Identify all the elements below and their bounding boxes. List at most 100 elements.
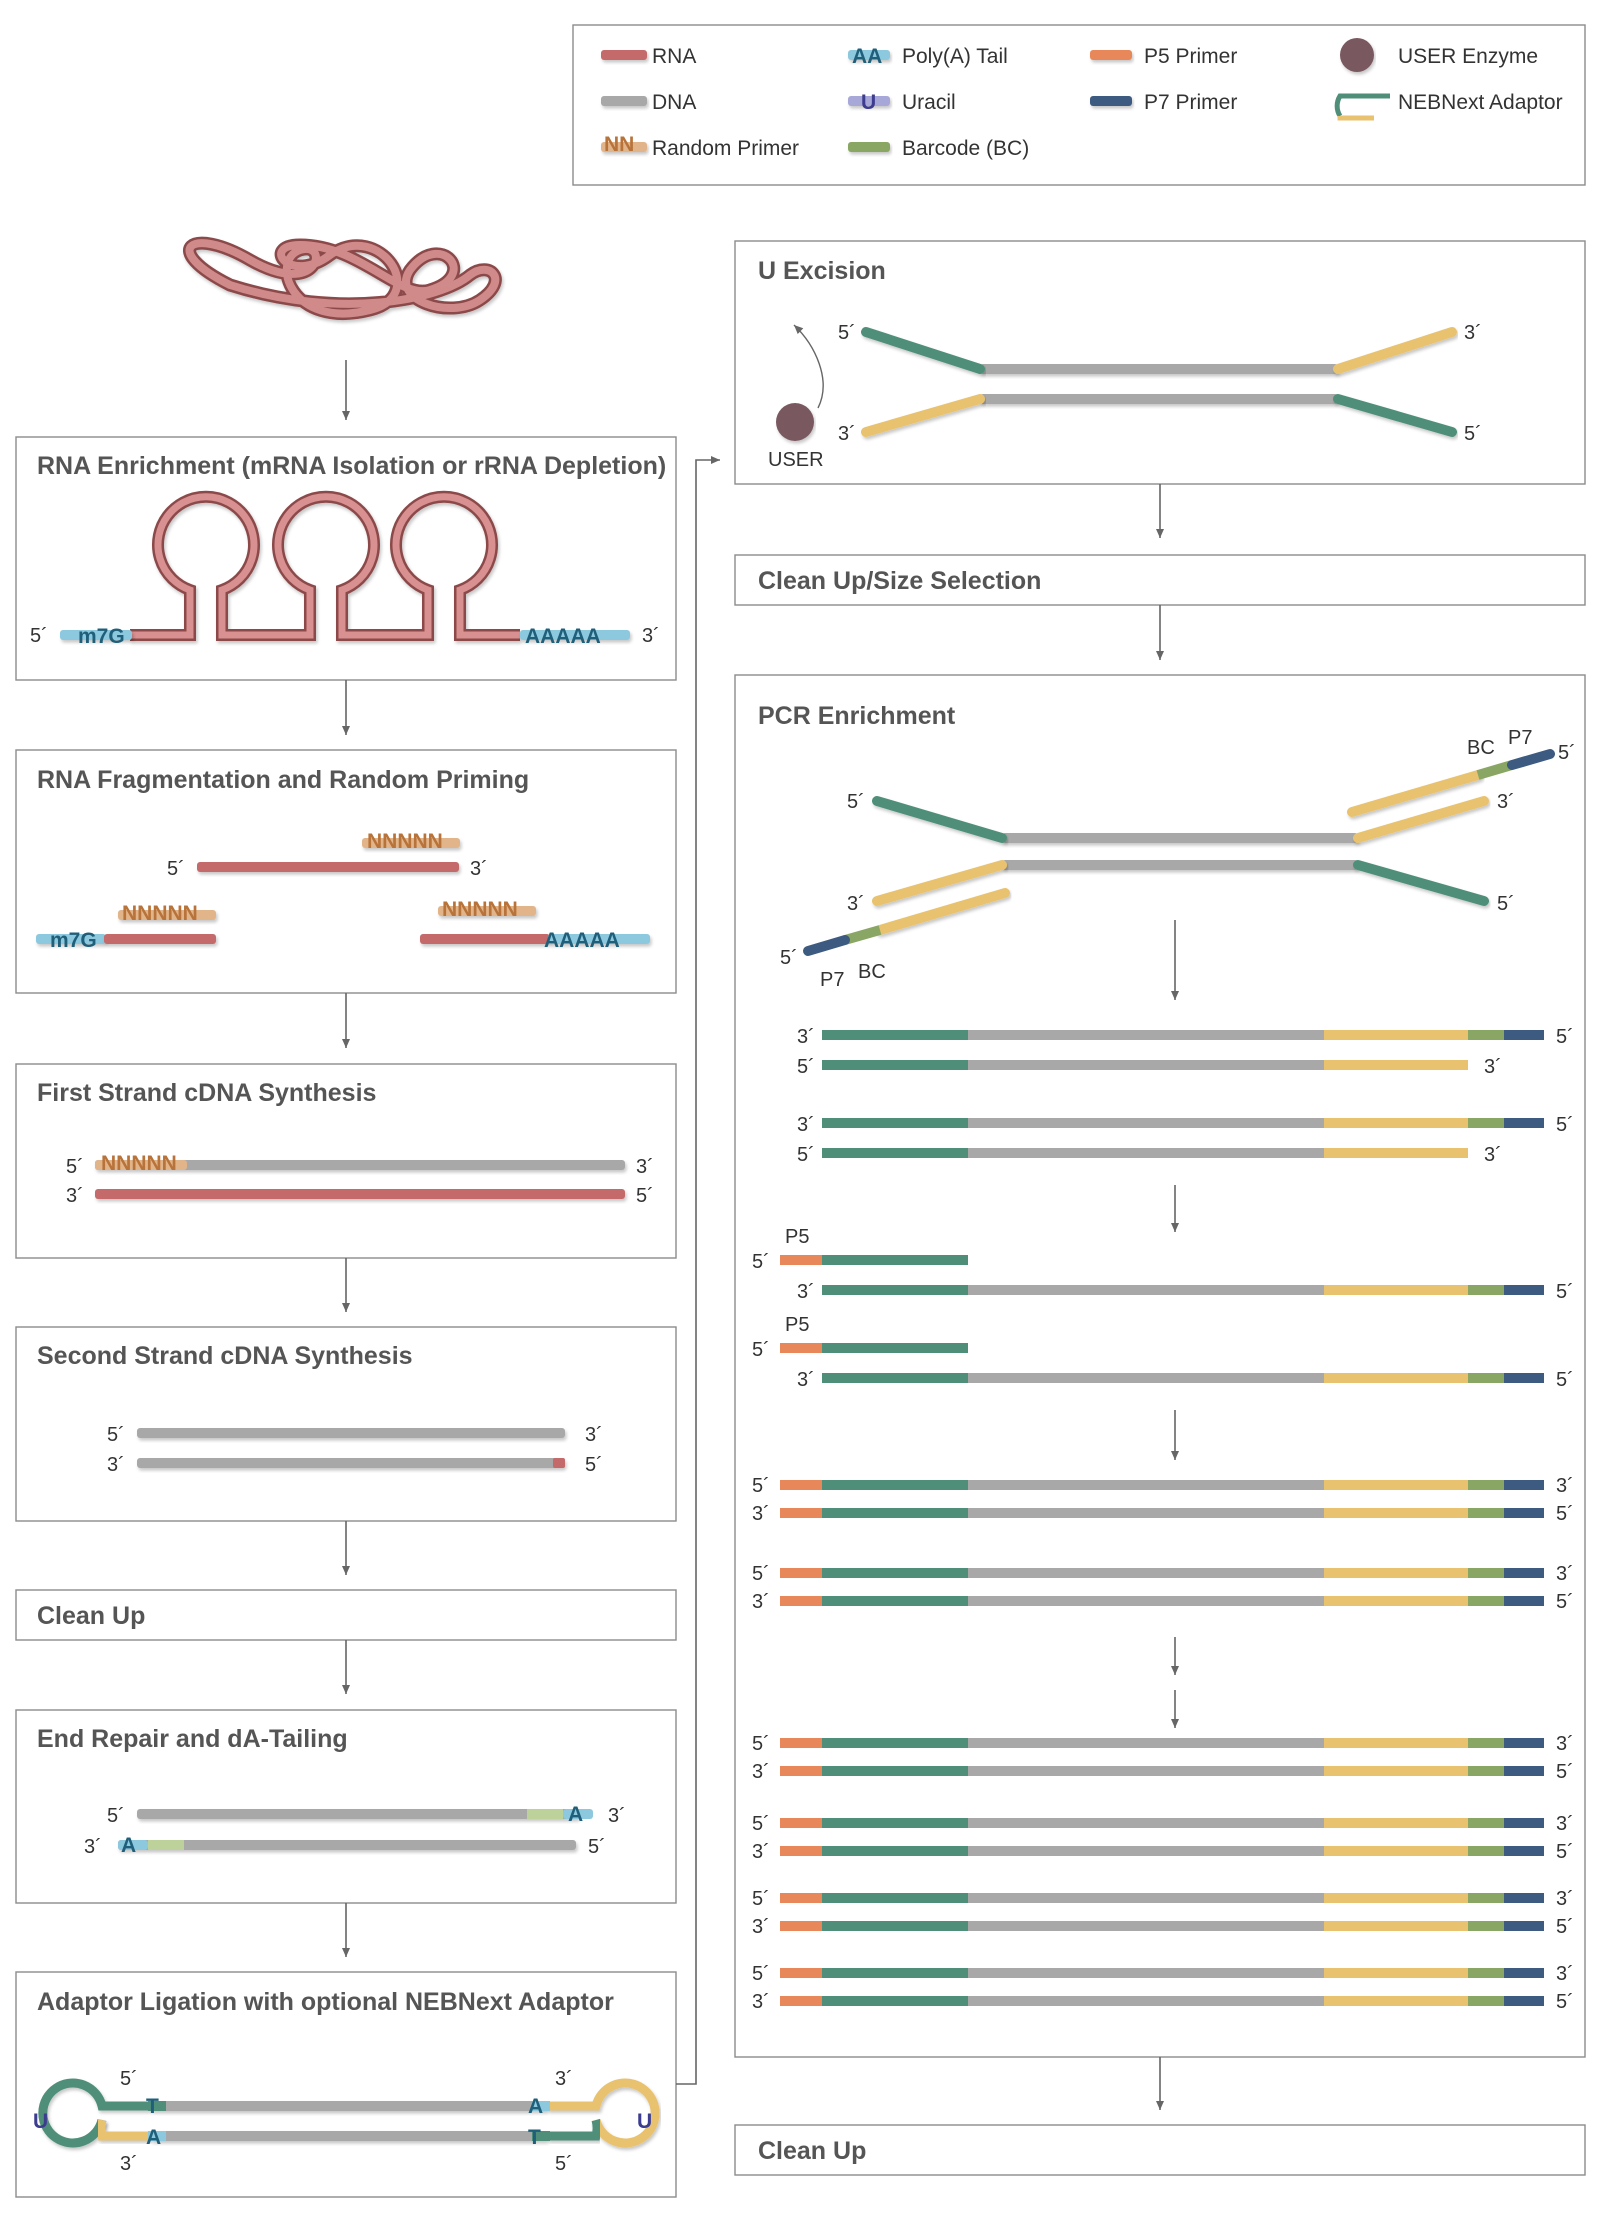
five-prime-label: 5´	[752, 1963, 770, 1985]
p5-label: P5	[785, 1226, 809, 1248]
five-prime-label: 5´	[120, 2068, 138, 2090]
legend-item-adaptor: NEBNext Adaptor	[1334, 91, 1563, 121]
legend-swatch-rna	[601, 50, 647, 60]
five-prime-label: 5´	[1497, 893, 1515, 915]
legend-item-polya: AA Poly(A) Tail	[848, 45, 1008, 68]
five-prime-label: 5´	[167, 858, 185, 880]
three-prime-label: 3´	[752, 1503, 770, 1525]
p7-label: P7	[820, 969, 844, 991]
five-prime-label: 5´	[838, 322, 856, 344]
three-prime-label: 3´	[797, 1026, 815, 1048]
p7-label: P7	[1508, 727, 1532, 749]
step-title-end-repair: End Repair and dA-Tailing	[37, 1725, 348, 1753]
legend-box	[572, 24, 1586, 186]
three-prime-label: 3´	[1484, 1056, 1502, 1078]
three-prime-label: 3´	[1484, 1144, 1502, 1166]
five-prime-label: 5´	[847, 791, 865, 813]
legend-item-rna: RNA	[601, 45, 696, 68]
random-primer-label: NNNNN	[442, 898, 518, 921]
five-prime-label: 5´	[780, 947, 798, 969]
step-fragmentation: RNA Fragmentation and Random Priming NNN…	[15, 749, 677, 994]
five-prime-label: 5´	[1556, 1916, 1574, 1938]
pcr-p5-priming: P5 5´ 3´ 5´ P5 5´	[752, 1226, 1574, 1391]
pcr-cycle-1: 3´ 5´ 5´ 3´ 3´ 5´ 5´ 3´	[797, 1026, 1574, 1166]
step-title-fragmentation: RNA Fragmentation and Random Priming	[37, 766, 529, 794]
legend-swatch-uracil	[848, 96, 890, 106]
five-prime-label: 5´	[797, 1144, 815, 1166]
step-title-clean-up-1: Clean Up	[37, 1602, 145, 1630]
three-prime-label: 3´	[585, 1424, 603, 1446]
step-pcr: PCR Enrichment 5´ 3´ 3´ 5´ 5´ 5´ BC P7 P…	[734, 674, 1586, 2058]
three-prime-label: 3´	[1556, 1733, 1574, 1755]
uracil-label: U	[33, 2110, 48, 2133]
three-prime-label: 3´	[84, 1836, 102, 1858]
three-prime-label: 3´	[608, 1805, 626, 1827]
three-prime-label: 3´	[642, 625, 660, 647]
five-prime-label: 5´	[797, 1056, 815, 1078]
strand-row: 5´ 3´	[752, 1563, 1574, 1585]
legend-label-barcode: Barcode (BC)	[902, 137, 1029, 160]
five-prime-label: 5´	[107, 1424, 125, 1446]
strand-row	[822, 1373, 1544, 1383]
legend-item-p7: P7 Primer	[1090, 91, 1237, 114]
legend-item-p5: P5 Primer	[1090, 45, 1237, 68]
polya-segment	[520, 630, 630, 640]
adaptor-icon-yellow	[1337, 115, 1374, 121]
three-prime-label: 3´	[636, 1156, 654, 1178]
three-prime-label: 3´	[752, 1916, 770, 1938]
five-prime-label: 5´	[107, 1805, 125, 1827]
bc-label: BC	[1467, 737, 1495, 759]
polya-label: AAAAA	[544, 929, 620, 952]
three-prime-label: 3´	[1556, 1963, 1574, 1985]
step-rna-enrichment: RNA Enrichment (mRNA Isolation or rRNA D…	[15, 436, 677, 681]
three-prime-label: 3´	[752, 1991, 770, 2013]
three-prime-label: 3´	[838, 423, 856, 445]
legend-item-random-primer: NN Random Primer	[601, 133, 799, 160]
five-prime-label: 5´	[588, 1836, 606, 1858]
legend-swatch-barcode	[848, 142, 890, 152]
step-title-u-excision: U Excision	[758, 257, 886, 285]
right-adaptor-yellow	[548, 2078, 660, 2148]
left-adaptor-yellow	[96, 2118, 150, 2141]
legend-swatch-random-primer	[601, 142, 647, 152]
bc-label: BC	[858, 961, 886, 983]
adenine-label: A	[146, 2126, 161, 2149]
user-label: USER	[768, 449, 824, 471]
step-adaptor-ligation: Adaptor Ligation with optional NEBNext A…	[15, 1971, 677, 2198]
step-title-adaptor-ligation: Adaptor Ligation with optional NEBNext A…	[37, 1988, 614, 2016]
step-clean-up-1: Clean Up	[15, 1589, 677, 1641]
three-prime-label: 3´	[797, 1369, 815, 1391]
strand-row: 3´5´	[752, 1841, 1574, 1863]
strand-row	[822, 1030, 1544, 1040]
step-first-strand: First Strand cDNA Synthesis NNNNN 5´ 3´ …	[15, 1063, 677, 1259]
five-prime-label: 5´	[752, 1813, 770, 1835]
user-enzyme-icon	[1340, 38, 1374, 72]
five-prime-label: 5´	[30, 625, 48, 647]
cap-segment	[60, 630, 132, 640]
legend-item-barcode: Barcode (BC)	[848, 137, 1029, 160]
legend-glyph-uracil: U	[861, 91, 876, 114]
legend-item-dna: DNA	[601, 91, 696, 114]
three-prime-label: 3´	[1556, 1563, 1574, 1585]
five-prime-label: 5´	[636, 1185, 654, 1207]
strand-row	[822, 1148, 1468, 1158]
curved-arrow-icon	[793, 324, 824, 409]
adaptor-icon-green	[1334, 93, 1374, 118]
legend-label-uracil: Uracil	[902, 91, 956, 114]
strand-row: 5´3´	[752, 1475, 1574, 1497]
three-prime-label: 3´	[66, 1185, 84, 1207]
legend-label-p5: P5 Primer	[1144, 45, 1237, 68]
five-prime-label: 5´	[1464, 423, 1482, 445]
five-prime-label: 5´	[555, 2153, 573, 2175]
pcr-full-products: 5´3´3´5´5´3´3´5´5´3´3´5´5´3´3´5´5´3´3´5´…	[752, 1475, 1574, 2013]
step-clean-up-size: Clean Up/Size Selection	[734, 554, 1586, 606]
five-prime-label: 5´	[1556, 1991, 1574, 2013]
strand-row	[822, 1060, 1468, 1070]
five-prime-label: 5´	[752, 1563, 770, 1585]
legend-label-random-primer: Random Primer	[652, 137, 799, 160]
step-title-second-strand: Second Strand cDNA Synthesis	[37, 1342, 413, 1370]
strand-row: 3´ 5´	[752, 1991, 1574, 2013]
strand-row: 3´5´	[752, 1761, 1574, 1783]
three-prime-label: 3´	[120, 2153, 138, 2175]
